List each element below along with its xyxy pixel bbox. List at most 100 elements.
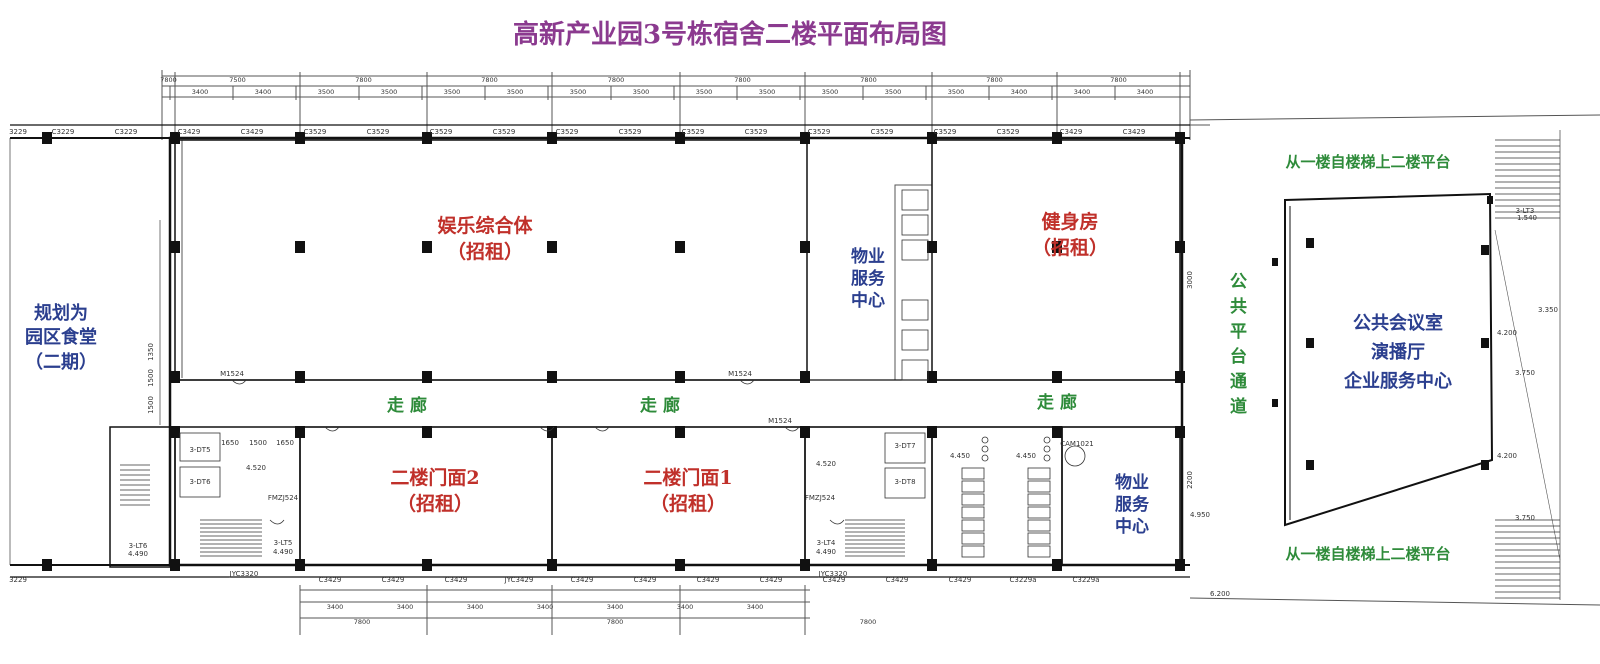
structural-column (1052, 241, 1062, 253)
structural-column (800, 241, 810, 253)
dim-misc: 1500 (249, 439, 267, 447)
dim-top-minor: 3400 (1137, 88, 1154, 96)
window-tag-top: C3529 (304, 128, 327, 136)
structural-column (170, 132, 180, 144)
window-tag-bottom: C3429 (634, 576, 657, 584)
structural-column (1175, 371, 1185, 383)
window-tag-bottom: C3429 (445, 576, 468, 584)
door-swing (539, 426, 555, 432)
corridor-label-2: 走 廊 (640, 396, 680, 416)
window-tag-bottom: C3429 (823, 576, 846, 584)
platform-column (1306, 338, 1314, 348)
meeting-hall-walls (1284, 192, 1494, 527)
meeting-line3: 企业服务中心 (1344, 370, 1452, 392)
elevation-tag: 4.200 (1497, 329, 1517, 337)
property-lower-line2: 服务 (1115, 495, 1149, 516)
dim-misc: 3000 (1186, 271, 1194, 289)
dim-misc: 2200 (1186, 471, 1194, 489)
structural-column (675, 426, 685, 438)
toilet-stall (1027, 493, 1051, 506)
dim-bottom-major: 7800 (860, 618, 877, 626)
elevation-tag: 4.450 (1016, 452, 1036, 460)
corridor-label-3: 走 廊 (1037, 393, 1077, 413)
structural-columns (42, 132, 1493, 571)
structural-column (170, 426, 180, 438)
room-gym: 健身房 （招租） (995, 210, 1145, 261)
structural-column (422, 371, 432, 383)
structural-column (1175, 241, 1185, 253)
structural-column (675, 132, 685, 144)
elevator-8 (884, 467, 926, 499)
core-cell (901, 299, 929, 321)
structural-column (42, 559, 52, 571)
dim-bottom-minor: 3400 (397, 603, 414, 611)
structural-column (547, 426, 557, 438)
dim-top-minor: 3500 (318, 88, 335, 96)
platform-bottom-edge (1189, 597, 1600, 606)
dim-top-minor: 3500 (507, 88, 524, 96)
elevator-6 (179, 466, 221, 498)
window-tag-top: C3429 (1123, 128, 1146, 136)
elevation-tag: 4.950 (1190, 511, 1210, 519)
elevator-tag: 3-DT7 (894, 442, 915, 450)
door-tag: FMZJ524 (268, 494, 299, 502)
structural-column (170, 241, 180, 253)
elevation-tag: 4.490 (128, 550, 148, 558)
window-tag-top: C3529 (745, 128, 768, 136)
structural-column (422, 426, 432, 438)
canteen-line1: 规划为 (34, 303, 88, 324)
basin (981, 436, 989, 444)
stair-tag: 3-LT6 (129, 542, 148, 550)
corridor-label-1: 走 廊 (387, 396, 427, 416)
platform-column (1306, 238, 1314, 248)
linework (9, 70, 1600, 635)
toilet-stall (961, 467, 985, 480)
elevation-tag: 4.520 (816, 460, 836, 468)
room-entertainment-name: 娱乐综合体 (437, 215, 533, 237)
elevation-tag: 4.490 (273, 548, 293, 556)
structural-column (170, 559, 180, 571)
room-property-service-lower: 物业 服务 中心 (1102, 472, 1162, 538)
platform-column (1481, 460, 1489, 470)
dim-misc: 1350 (147, 343, 155, 361)
dim-top-minor: 3400 (1011, 88, 1028, 96)
door-swing (739, 379, 755, 385)
basin (1043, 454, 1051, 462)
elevation-tag: 6.200 (1210, 590, 1230, 598)
toilet-stall (961, 532, 985, 545)
door-swing (269, 519, 285, 525)
structural-column (800, 426, 810, 438)
dim-misc: 1500 (147, 396, 155, 414)
property-upper-line1: 物业 (851, 247, 885, 267)
window-tag-top: C3529 (430, 128, 453, 136)
dim-bottom-minor: 3400 (467, 603, 484, 611)
structural-column (295, 559, 305, 571)
platform-top-edge (1189, 114, 1600, 121)
window-tag-bottom: C3229a (1073, 576, 1100, 584)
structural-column (927, 132, 937, 144)
elevator-5 (179, 432, 221, 462)
door-swing (324, 426, 340, 432)
dim-top-minor: 3400 (1074, 88, 1091, 96)
toilet-stall (1027, 480, 1051, 493)
window-tag-bottom: C3429 (571, 576, 594, 584)
structural-column (547, 132, 557, 144)
structural-column (295, 132, 305, 144)
structural-column (800, 132, 810, 144)
toilet-stall (961, 519, 985, 532)
structural-column (170, 371, 180, 383)
lobby-left (174, 426, 301, 566)
window-tag-top: C3529 (556, 128, 579, 136)
structural-column (800, 371, 810, 383)
structural-column (422, 559, 432, 571)
dim-top-major: 7800 (355, 76, 372, 84)
dim-top-minor: 3500 (444, 88, 461, 96)
dim-top-minor: 3500 (759, 88, 776, 96)
structural-column (547, 371, 557, 383)
structural-column (422, 132, 432, 144)
stair-tag: 3-LT4 (817, 539, 836, 547)
door-tag: M1524 (728, 370, 752, 378)
basin (1043, 445, 1051, 453)
platform-column (1306, 460, 1314, 470)
